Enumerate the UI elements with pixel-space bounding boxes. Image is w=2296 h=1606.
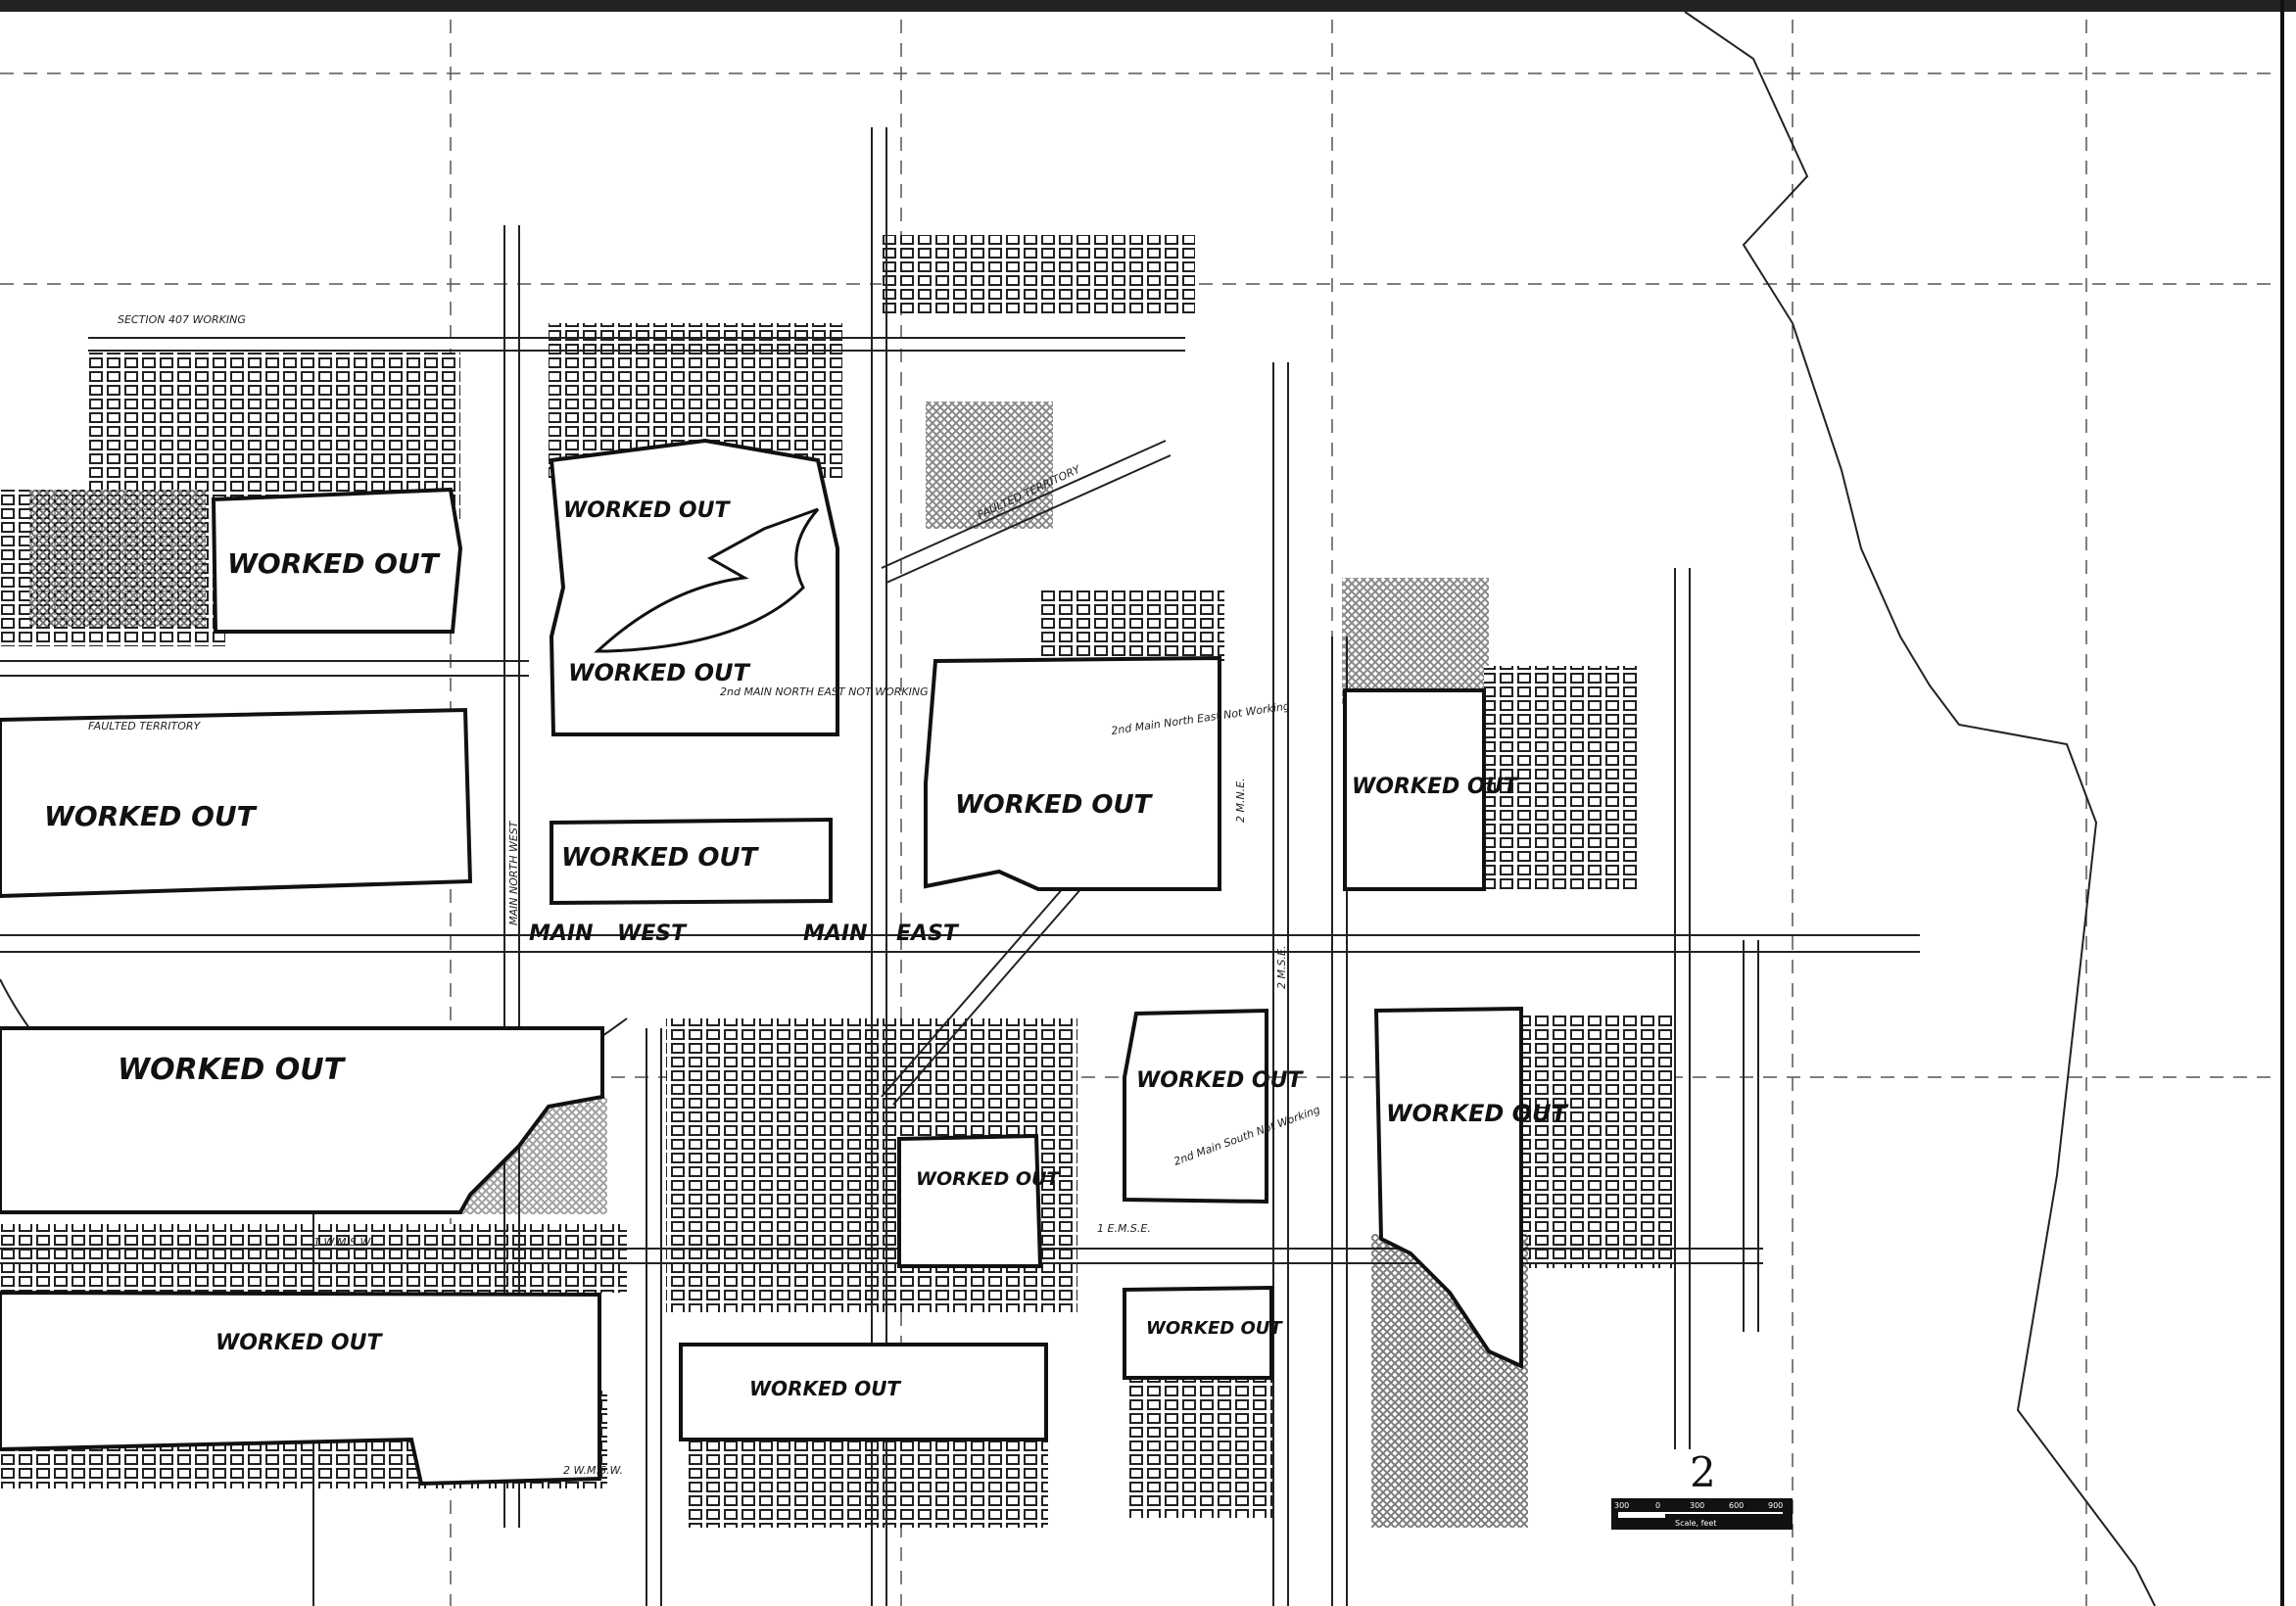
scale-tick-3: 600 xyxy=(1729,1501,1744,1510)
label-2-mse: 2 M.S.E. xyxy=(1275,946,1288,989)
label-wo-2: WORKED OUT xyxy=(563,498,731,523)
label-wo-13: WORKED OUT xyxy=(1146,1318,1283,1339)
label-main-north-west: MAIN NORTH WEST xyxy=(507,820,520,925)
faulted-lobe xyxy=(594,507,820,653)
scale-caption: Scale, feet xyxy=(1675,1519,1716,1528)
label-main-east-2: EAST xyxy=(896,921,960,946)
label-wo-6: WORKED OUT xyxy=(1352,775,1519,799)
label-wo-8: WORKED OUT xyxy=(1136,1068,1304,1093)
label-wo-4: WORKED OUT xyxy=(561,843,760,873)
label-1-emse: 1 E.M.S.E. xyxy=(1097,1222,1151,1235)
label-second-main-ne: 2nd MAIN NORTH EAST NOT WORKING xyxy=(720,685,929,698)
sheet-number: 2 xyxy=(1690,1448,1716,1496)
label-main-east-1: MAIN xyxy=(803,921,868,946)
label-main-west-2: WEST xyxy=(617,921,688,946)
worked-out-area-4 xyxy=(550,817,833,906)
label-2-wmsw: 2 W.M.S.W. xyxy=(563,1464,623,1477)
scale-tick-1: 0 xyxy=(1655,1501,1660,1510)
scale-bar: 300 0 300 600 900 Scale, feet xyxy=(1611,1498,1793,1530)
label-1-wmsw: 1 W.M.S.W. xyxy=(313,1236,373,1249)
worked-out-areas xyxy=(0,438,1523,1487)
label-main-west-1: MAIN xyxy=(529,921,594,946)
label-2-mne: 2 M.N.E. xyxy=(1234,778,1247,823)
worked-out-area-1 xyxy=(211,487,463,634)
label-wo-5: WORKED OUT xyxy=(955,790,1154,820)
scale-tick-4: 900 xyxy=(1768,1501,1783,1510)
label-wo-12: WORKED OUT xyxy=(749,1377,901,1400)
label-section-working: SECTION 407 WORKING xyxy=(118,313,246,326)
worked-out-area-7 xyxy=(0,1026,604,1214)
scale-tick-0: 300 xyxy=(1614,1501,1629,1510)
label-wo-3: WORKED OUT xyxy=(44,800,258,832)
label-wo-11: WORKED OUT xyxy=(215,1331,383,1355)
worked-out-area-13 xyxy=(1123,1285,1273,1380)
label-faulted-territory-2: FAULTED TERRITORY xyxy=(88,720,201,732)
worked-out-area-12 xyxy=(679,1343,1048,1441)
label-wo-7: WORKED OUT xyxy=(118,1053,347,1087)
worked-out-area-6 xyxy=(1343,688,1486,891)
property-boundary xyxy=(1684,11,2156,1606)
sheet-top-edge xyxy=(0,0,2296,12)
worked-out-area-2 xyxy=(549,438,839,736)
scale-tick-2: 300 xyxy=(1690,1501,1704,1510)
label-wo-9: WORKED OUT xyxy=(1386,1100,1569,1127)
worked-out-area-8 xyxy=(1123,1008,1268,1204)
worked-out-area-3 xyxy=(0,707,473,899)
worked-out-area-9 xyxy=(1373,1006,1523,1370)
worked-out-area-5 xyxy=(924,655,1221,891)
worked-out-area-10 xyxy=(897,1133,1043,1268)
area-labels: WORKED OUT WORKED OUT WORKED OUT WORKED … xyxy=(44,313,1569,1477)
label-wo-10: WORKED OUT xyxy=(916,1168,1061,1190)
label-wo-1: WORKED OUT xyxy=(227,547,441,580)
worked-out-area-11 xyxy=(0,1290,601,1487)
label-wo-2b: WORKED OUT xyxy=(568,659,751,686)
